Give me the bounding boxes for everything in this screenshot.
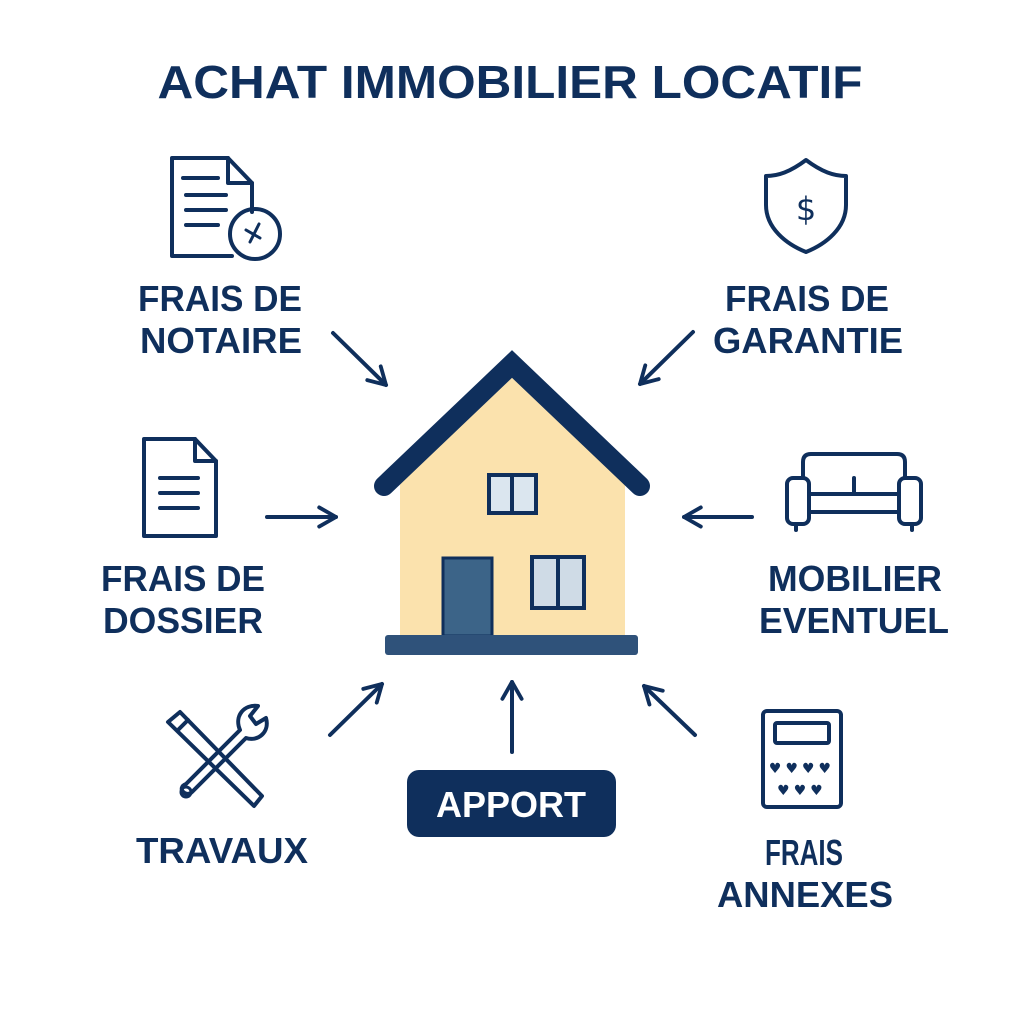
apport-button[interactable]: APPORT xyxy=(407,770,616,837)
arrow-travaux xyxy=(328,682,384,737)
arrow-garantie xyxy=(638,330,695,386)
arrows xyxy=(265,330,754,754)
house-base xyxy=(385,635,638,655)
svg-text:♥♥♥♥: ♥♥♥♥ xyxy=(769,761,835,777)
label-travaux: TRAVAUX xyxy=(136,830,308,871)
calculator-icon xyxy=(761,709,843,809)
window-top xyxy=(487,473,538,515)
dollar-sign: $ xyxy=(796,190,816,228)
label-mobilier-line2: EVENTUEL xyxy=(759,600,949,641)
calculator-keys: ♥♥♥♥ ♥♥♥ xyxy=(769,761,835,799)
label-annexes-line2: ANNEXES xyxy=(717,874,893,915)
label-dossier-line2: DOSSIER xyxy=(103,600,263,641)
label-mobilier-line1: MOBILIER xyxy=(768,558,942,599)
sofa-icon xyxy=(785,452,923,532)
arrow-notaire xyxy=(331,331,388,387)
page-title: ACHAT IMMOBILIER LOCATIF xyxy=(158,56,863,108)
label-garantie-line2: GARANTIE xyxy=(713,320,903,361)
label-dossier-line1: FRAIS DE xyxy=(101,558,265,599)
house-illustration xyxy=(374,350,650,655)
document-clock-icon xyxy=(170,156,282,261)
arrow-annexes xyxy=(642,684,697,737)
label-notaire-line2: NOTAIRE xyxy=(140,320,302,361)
roof xyxy=(374,350,650,496)
tools-icon xyxy=(166,703,269,808)
shield-dollar-icon xyxy=(764,158,848,254)
document-icon xyxy=(142,437,218,538)
label-garantie-line1: FRAIS DE xyxy=(725,278,889,319)
apport-label: APPORT xyxy=(436,784,586,825)
label-annexes-line1: FRAIS xyxy=(765,832,843,873)
door xyxy=(441,556,494,638)
label-notaire-line1: FRAIS DE xyxy=(138,278,302,319)
svg-text:♥♥♥: ♥♥♥ xyxy=(777,783,827,799)
window-right xyxy=(530,555,586,610)
